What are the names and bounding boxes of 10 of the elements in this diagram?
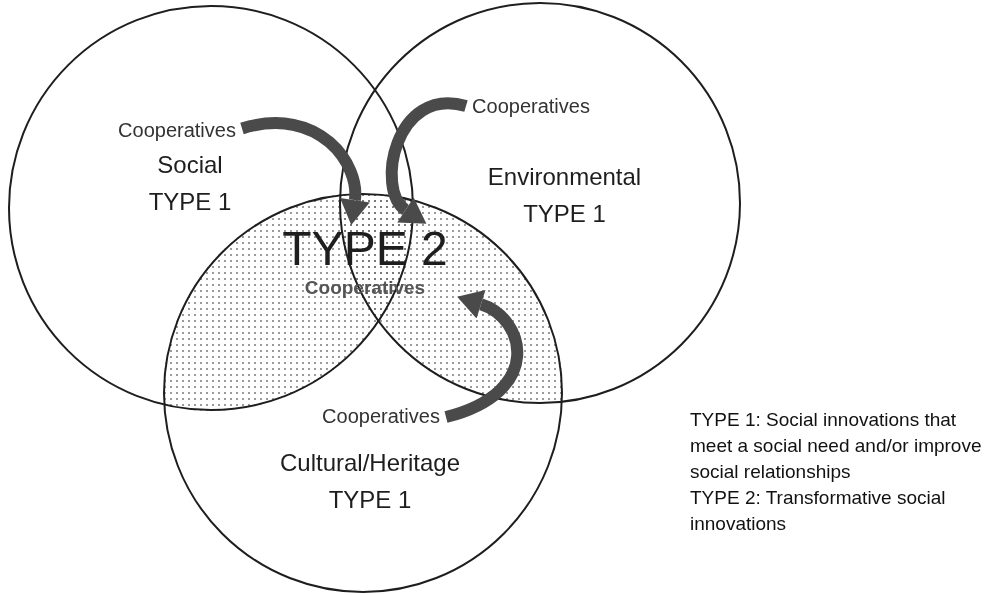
legend-note: TYPE 1: Social innovations that meet a social need and/or improve social relationships: [690, 408, 983, 484]
legend-note: TYPE 2: Transformative social innovations: [690, 486, 947, 536]
cooperatives-label: Cooperatives: [117, 118, 237, 142]
circle-label: Social TYPE 1: [147, 150, 233, 217]
cooperatives-label: Cooperatives: [321, 404, 441, 428]
cooperatives-label: Cooperatives: [471, 94, 591, 118]
curved-arrow: [444, 290, 523, 423]
circle-label: Environmental TYPE 1: [486, 162, 643, 229]
circle-label: Cultural/Heritage TYPE 1: [278, 448, 462, 515]
curved-arrow: [240, 117, 370, 226]
